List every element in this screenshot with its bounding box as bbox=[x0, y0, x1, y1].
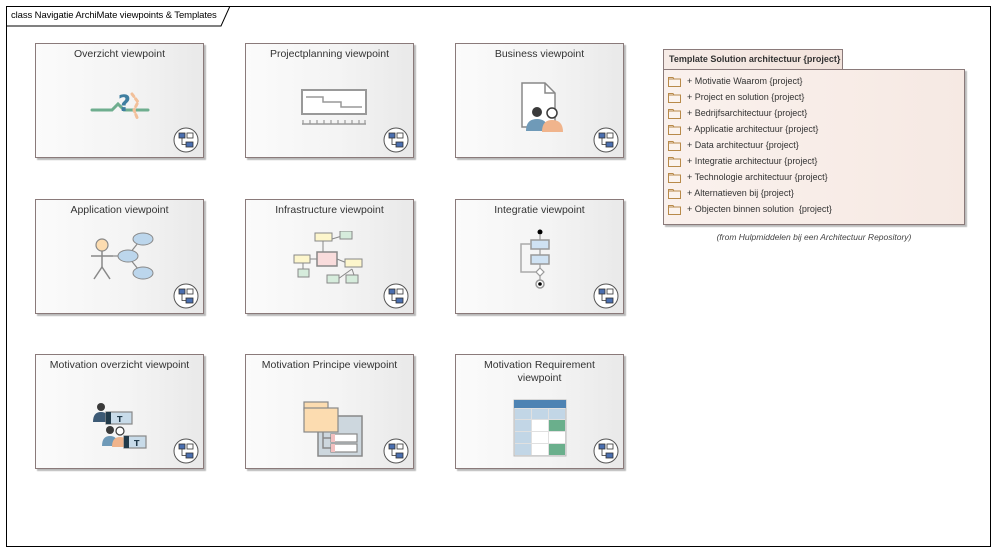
folder-icon bbox=[668, 172, 681, 183]
package-item-label: + Alternatieven bij {project} bbox=[687, 188, 794, 198]
viewpoint-title: Projectplanning viewpoint bbox=[269, 48, 390, 60]
viewpoint-motivation-overzicht[interactable]: Motivation overzicht viewpoint T T bbox=[35, 354, 204, 469]
package-item[interactable]: + Technologie architectuur {project} bbox=[668, 169, 964, 185]
package-origin-note: (from Hulpmiddelen bij een Architectuur … bbox=[716, 232, 912, 242]
package-item-list: + Motivatie Waarom {project} + Project en… bbox=[664, 70, 964, 217]
diagram-link-icon[interactable] bbox=[593, 283, 619, 309]
svg-text:T: T bbox=[117, 415, 123, 424]
diagram-link-icon[interactable] bbox=[173, 127, 199, 153]
package-body[interactable]: + Motivatie Waarom {project} + Project en… bbox=[663, 69, 965, 225]
viewpoint-motivation-principe[interactable]: Motivation Principe viewpoint bbox=[245, 354, 414, 469]
diagram-link-icon[interactable] bbox=[383, 283, 409, 309]
package-item[interactable]: + Objecten binnen solution {project} bbox=[668, 201, 964, 217]
package-item-label: + Integratie architectuur {project} bbox=[687, 156, 818, 166]
viewpoint-motivation-requirement[interactable]: Motivation Requirement viewpoint bbox=[455, 354, 624, 469]
diagram-frame bbox=[6, 6, 991, 547]
stakeholders-icon: T T bbox=[36, 393, 203, 463]
diagram-link-icon[interactable] bbox=[173, 438, 199, 464]
svg-text:?: ? bbox=[118, 92, 131, 117]
viewpoint-application[interactable]: Application viewpoint bbox=[35, 199, 204, 314]
package-item[interactable]: + Bedrijfsarchitectuur {project} bbox=[668, 105, 964, 121]
package-item-label: + Applicatie architectuur {project} bbox=[687, 124, 819, 134]
overview-chart-icon: ? bbox=[36, 70, 203, 140]
activity-flow-icon bbox=[456, 226, 623, 296]
use-case-actor-icon bbox=[36, 226, 203, 296]
folder-icon bbox=[668, 188, 681, 199]
viewpoint-title: Integratie viewpoint bbox=[494, 204, 585, 216]
folder-icon bbox=[668, 204, 681, 215]
diagram-link-icon[interactable] bbox=[383, 127, 409, 153]
diagram-link-icon[interactable] bbox=[173, 283, 199, 309]
package-item-label: + Data architectuur {project} bbox=[687, 140, 799, 150]
viewpoint-title: Motivation Principe viewpoint bbox=[261, 359, 398, 371]
viewpoint-overzicht[interactable]: Overzicht viewpoint ? bbox=[35, 43, 204, 158]
package-item[interactable]: + Alternatieven bij {project} bbox=[668, 185, 964, 201]
viewpoint-projectplanning[interactable]: Projectplanning viewpoint bbox=[245, 43, 414, 158]
package-item[interactable]: + Integratie architectuur {project} bbox=[668, 153, 964, 169]
viewpoint-integratie[interactable]: Integratie viewpoint bbox=[455, 199, 624, 314]
diagram-title: class Navigatie ArchiMate viewpoints & T… bbox=[11, 10, 217, 21]
folder-icon bbox=[668, 76, 681, 87]
package-item[interactable]: + Motivatie Waarom {project} bbox=[668, 73, 964, 89]
viewpoint-title: Infrastructure viewpoint bbox=[275, 204, 384, 216]
viewpoint-title: Application viewpoint bbox=[70, 204, 169, 216]
package-item-label: + Technologie architectuur {project} bbox=[687, 172, 828, 182]
viewpoint-business[interactable]: Business viewpoint bbox=[455, 43, 624, 158]
viewpoint-title: Motivation Requirement viewpoint bbox=[484, 359, 595, 384]
package-item-label: + Project en solution {project} bbox=[687, 92, 805, 102]
folder-icon bbox=[668, 92, 681, 103]
frame-tab-outline bbox=[6, 6, 231, 27]
folder-icon bbox=[668, 156, 681, 167]
package-tab[interactable]: Template Solution architectuur {project} bbox=[663, 49, 843, 69]
principle-tree-icon bbox=[246, 393, 413, 463]
viewpoint-title: Motivation overzicht viewpoint bbox=[49, 359, 190, 371]
business-people-document-icon bbox=[456, 70, 623, 140]
diagram-link-icon[interactable] bbox=[383, 438, 409, 464]
package-item-label: + Objecten binnen solution {project} bbox=[687, 204, 832, 214]
package-item[interactable]: + Project en solution {project} bbox=[668, 89, 964, 105]
package-item-label: + Motivatie Waarom {project} bbox=[687, 76, 803, 86]
viewpoint-infrastructure[interactable]: Infrastructure viewpoint bbox=[245, 199, 414, 314]
requirement-table-icon bbox=[456, 393, 623, 463]
folder-icon bbox=[668, 140, 681, 151]
network-nodes-icon bbox=[246, 226, 413, 296]
viewpoint-title: Business viewpoint bbox=[494, 48, 585, 60]
package-item[interactable]: + Data architectuur {project} bbox=[668, 137, 964, 153]
package-item[interactable]: + Applicatie architectuur {project} bbox=[668, 121, 964, 137]
gantt-timeline-icon bbox=[246, 70, 413, 140]
diagram-link-icon[interactable] bbox=[593, 127, 619, 153]
package-title: Template Solution architectuur {project} bbox=[669, 54, 841, 64]
folder-icon bbox=[668, 108, 681, 119]
diagram-link-icon[interactable] bbox=[593, 438, 619, 464]
package-item-label: + Bedrijfsarchitectuur {project} bbox=[687, 108, 808, 118]
viewpoint-title: Overzicht viewpoint bbox=[73, 48, 166, 60]
svg-text:T: T bbox=[134, 439, 140, 448]
folder-icon bbox=[668, 124, 681, 135]
